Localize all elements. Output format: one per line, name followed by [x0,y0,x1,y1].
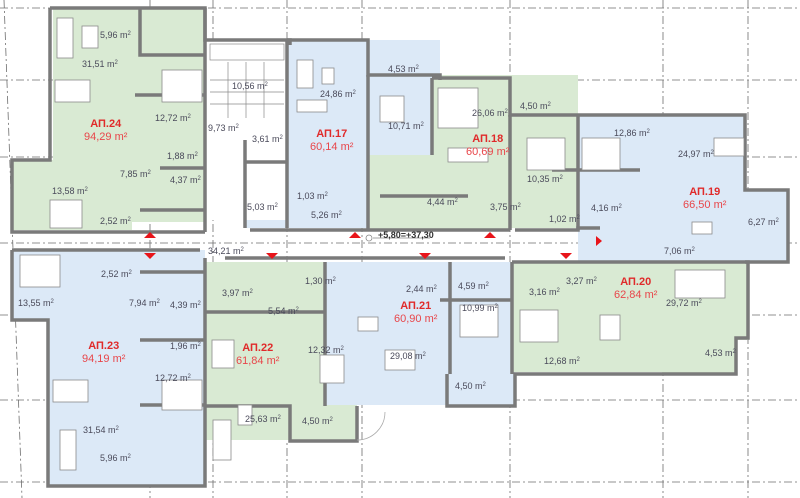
room-area-label: 3,16 m2 [529,287,560,297]
room-area-label: 2,52 m2 [101,269,132,279]
room-area-label: 7,06 m2 [664,246,695,256]
apartment-label-22: АП.22 61,84 m² [236,342,279,368]
stair-treads [209,43,285,118]
room-area-label: 3,61 m2 [252,134,283,144]
room-area-label: 4,44 m2 [427,197,458,207]
room-area-label: 12,72 m2 [155,373,191,383]
apartment-area: 94,19 m² [82,353,126,365]
room-area-label: 6,27 m2 [748,217,779,227]
room-area-label: 34,21 m2 [208,246,244,256]
apartment-fills [12,8,787,485]
room-area-label: 1,02 m2 [549,214,580,224]
room-area-label: 10,56 m2 [232,81,268,91]
room-area-label: 13,58 m2 [52,186,88,196]
room-area-label: 2,44 m2 [406,284,437,294]
room-area-label: 4,59 m2 [458,281,489,291]
room-area-label: 1,96 m2 [170,341,201,351]
room-area-label: 26,06 m2 [472,108,508,118]
room-area-label: 4,16 m2 [591,203,622,213]
stair-core [208,42,286,220]
apartment-label-17: АП.17 60,14 m² [310,128,353,154]
apartment-name: АП.24 [90,118,122,130]
apartment-area: 66,50 m² [683,199,727,211]
room-area-label: 7,85 m2 [120,169,151,179]
room-area-label: 5,96 m2 [100,30,131,40]
apartment-name: АП.19 [689,186,721,198]
apartment-name: АП.23 [88,340,120,352]
room-area-label: 5,26 m2 [311,210,342,220]
room-area-label: 31,51 m2 [82,59,118,69]
apartment-label-23: АП.23 94,19 m² [82,340,125,366]
room-area-label: 3,75 m2 [490,202,521,212]
apartment-name: АП.21 [400,300,432,312]
apartment-name: АП.18 [472,133,504,145]
apartment-label-24: АП.24 94,29 m² [84,118,127,144]
room-area-label: 29,72 m2 [666,298,702,308]
apartment-name: АП.17 [316,128,348,140]
room-area-label: 4,53 m2 [705,348,736,358]
apartment-area: 60,69 m² [466,146,510,158]
apt-21-balcony-fill [447,372,515,405]
room-area-label: 25,63 m2 [245,414,281,424]
room-area-label: 10,99 m2 [462,303,498,313]
apt-20-balcony-fill [662,340,735,373]
apartment-area: 94,29 m² [84,131,128,143]
room-area-label: 12,32 m2 [308,345,344,355]
room-area-label: 31,54 m2 [83,425,119,435]
room-area-label: 1,03 m2 [297,191,328,201]
apartment-label-21: АП.21 60,90 m² [394,300,437,326]
room-area-label: 9,73 m2 [208,123,239,133]
room-area-label: 24,97 m2 [678,149,714,159]
apartment-area: 60,90 m² [394,313,438,325]
room-area-label: 4,50 m2 [302,416,333,426]
room-area-label: 7,94 m2 [129,298,160,308]
apt-23-fill [12,250,205,485]
room-area-label: 5,54 m2 [268,306,299,316]
room-area-label: 12,72 m2 [155,113,191,123]
room-area-label: 5,96 m2 [100,453,131,463]
room-area-label: 3,27 m2 [566,276,597,286]
apartment-name: АП.20 [620,276,652,288]
apt-24-fill [12,8,205,230]
room-area-label: 12,68 m2 [544,356,580,366]
room-area-label: 10,71 m2 [388,121,424,131]
room-area-label: 5,03 m2 [247,202,278,212]
apartment-area: 61,84 m² [236,355,280,367]
room-area-label: 12,86 m2 [614,128,650,138]
elevation-label: +5,80=+37,30 [378,230,434,240]
apartment-area: 62,84 m² [614,289,658,301]
apt-22-fill [205,262,325,440]
room-area-label: 1,88 m2 [167,151,198,161]
elevation-marker [365,234,430,242]
apt-22-balcony-fill [290,405,357,440]
apartment-area: 60,14 m² [310,141,354,153]
walls [10,6,790,488]
room-area-label: 4,53 m2 [388,64,419,74]
room-area-label: 24,86 m2 [320,89,356,99]
apartment-label-20: АП.20 62,84 m² [614,276,657,302]
entrance-door-arc [356,411,386,441]
room-area-label: 2,52 m2 [100,216,131,226]
apartment-name: АП.22 [242,342,274,354]
room-area-label: 10,35 m2 [527,174,563,184]
apt-19-balcony-fill [740,190,787,262]
room-area-label: 4,50 m2 [520,101,551,111]
entry-markers [144,232,602,259]
room-area-label: 4,50 m2 [455,381,486,391]
furniture [19,17,745,471]
room-area-label: 4,39 m2 [170,300,201,310]
room-area-label: 29,08 m2 [390,351,426,361]
apt-21-fill [325,262,512,405]
room-area-label: 4,37 m2 [170,175,201,185]
room-area-label: 13,55 m2 [18,298,54,308]
room-area-label: 1,30 m2 [305,276,336,286]
room-area-label: 3,97 m2 [222,288,253,298]
apartment-label-18: АП.18 60,69 m² [466,133,509,159]
apartment-label-19: АП.19 66,50 m² [683,186,726,212]
